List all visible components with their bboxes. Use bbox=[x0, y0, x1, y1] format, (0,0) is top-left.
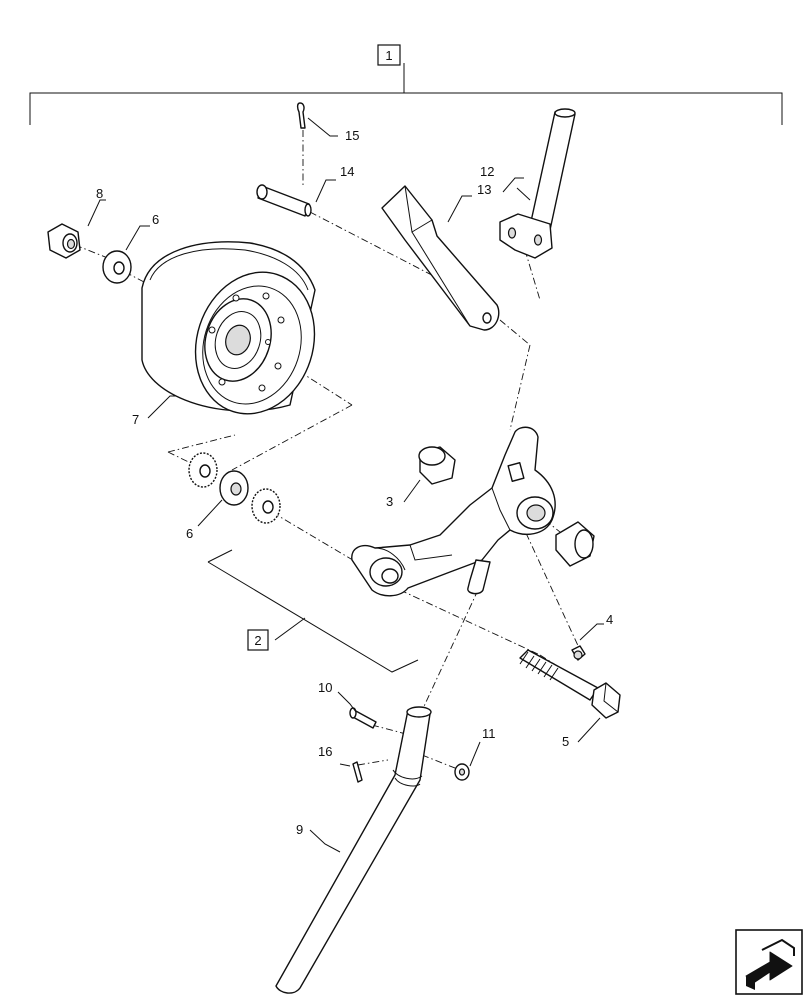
part-8-nut bbox=[47, 223, 81, 259]
part-spacer-washer-left bbox=[188, 452, 218, 488]
next-page-arrow-icon[interactable] bbox=[735, 929, 803, 995]
callout-1: 1 bbox=[385, 48, 392, 63]
part-6-washer-top bbox=[102, 250, 132, 284]
part-6-washer-bottom bbox=[219, 470, 249, 506]
part-5-bolt bbox=[519, 649, 621, 719]
callout-9: 9 bbox=[296, 822, 303, 837]
part-4-grease-fitting bbox=[571, 645, 586, 661]
callout-11: 11 bbox=[482, 726, 496, 741]
leader-lines bbox=[87, 117, 604, 853]
callout-8: 8 bbox=[96, 186, 103, 201]
part-3-bushing bbox=[418, 446, 456, 485]
part-spacer-washer-right bbox=[251, 488, 281, 524]
callout-7: 7 bbox=[132, 412, 139, 427]
callout-box-2 bbox=[247, 629, 269, 651]
part-7-wheel bbox=[141, 241, 316, 415]
callout-6-bottom: 6 bbox=[186, 526, 193, 541]
arm-assembly bbox=[351, 426, 556, 597]
callout-box-1 bbox=[377, 44, 401, 66]
callout-14: 14 bbox=[340, 164, 354, 179]
part-bushing-right bbox=[555, 521, 595, 567]
callout-12: 12 bbox=[480, 164, 494, 179]
callout-5: 5 bbox=[562, 734, 569, 749]
callout-16: 16 bbox=[318, 744, 332, 759]
part-14-clevis-pin bbox=[256, 184, 312, 217]
kit-bracket-2: 2 bbox=[207, 549, 419, 673]
part-15-cotter-pin bbox=[296, 102, 306, 129]
callout-6-top: 6 bbox=[152, 212, 159, 227]
part-12-rod-bracket bbox=[499, 108, 576, 259]
assembly-bracket: 1 bbox=[29, 44, 783, 125]
part-13-scraper bbox=[381, 185, 500, 331]
part-11-washer bbox=[454, 763, 470, 781]
part-16-clip bbox=[352, 761, 363, 783]
part-10-pin bbox=[349, 707, 377, 729]
callout-2: 2 bbox=[254, 633, 261, 648]
callout-10: 10 bbox=[318, 680, 332, 695]
callout-4: 4 bbox=[606, 612, 613, 627]
callout-13: 13 bbox=[477, 182, 491, 197]
callout-15: 15 bbox=[345, 128, 359, 143]
part-9-tube bbox=[275, 706, 432, 994]
callout-3: 3 bbox=[386, 494, 393, 509]
